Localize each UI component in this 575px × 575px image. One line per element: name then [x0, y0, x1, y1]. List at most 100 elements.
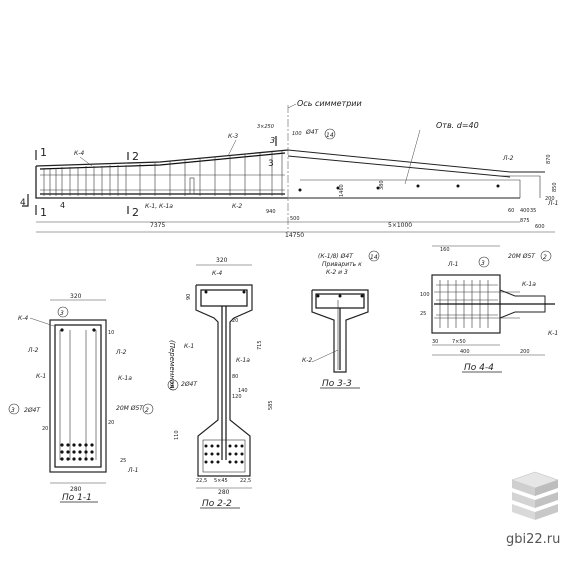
beam-top-left-outline — [35, 149, 289, 167]
label-3x250: 3×250 — [257, 124, 274, 130]
svg-text:10: 10 — [108, 330, 114, 336]
s22-label-k1a: К-1а — [236, 357, 250, 364]
svg-text:20: 20 — [42, 426, 48, 432]
s11-label-k4: К-4 — [18, 315, 28, 322]
s22-label-rebar: 2Ø4Т — [181, 381, 198, 388]
svg-text:14: 14 — [326, 132, 334, 139]
s22-label-k4: К-4 — [212, 270, 222, 277]
dim-5x1000: 5×1000 — [388, 222, 412, 229]
s22-label-k1: К-1 — [184, 343, 194, 350]
s22-label-variable: (Переменная) — [168, 340, 176, 391]
s22-outline — [195, 284, 253, 477]
s11-label-2ap4t: 2Ø4Т — [24, 407, 41, 414]
label-100: 100 — [292, 131, 302, 137]
symmetry-leader — [287, 103, 297, 109]
svg-text:5×45: 5×45 — [214, 478, 228, 484]
svg-text:60: 60 — [508, 208, 514, 214]
top-rebar — [39, 152, 286, 170]
svg-text:7×50: 7×50 — [452, 339, 466, 345]
symmetry-axis-label: Ось симметрии — [297, 99, 362, 108]
s11-label-k1a: К-1а — [118, 375, 132, 382]
dim-380: 380 — [379, 180, 385, 190]
svg-text:90: 90 — [186, 294, 192, 300]
s11-label-20m: 20М Ø5Т — [116, 405, 144, 412]
beam-top-right-outline — [287, 149, 545, 173]
watermark-text: gbi22.ru — [506, 532, 561, 547]
svg-text:22,5: 22,5 — [196, 478, 207, 484]
s11-label-l2-right: Л-2 — [115, 349, 127, 356]
svg-text:120: 120 — [232, 394, 242, 400]
s11-label-l1: Л-1 — [127, 467, 139, 474]
s22-title: По 2-2 — [202, 499, 232, 509]
section-1-1-bars — [60, 328, 96, 461]
hole-leader — [404, 129, 421, 185]
s44-label-l1: Л-1 — [447, 261, 459, 268]
svg-text:25: 25 — [420, 311, 426, 317]
label-k1: К-1, К-1а — [145, 203, 173, 210]
s22-dim-280: 280 — [218, 489, 230, 496]
svg-text:585: 585 — [268, 400, 274, 410]
section-1-1-outline — [49, 319, 107, 473]
svg-text:870: 870 — [546, 154, 552, 164]
svg-text:3: 3 — [268, 159, 274, 169]
svg-text:110: 110 — [174, 430, 180, 440]
s44-title: По 4-4 — [464, 363, 494, 373]
dim-7375: 7375 — [150, 222, 165, 229]
s11-dim-320: 320 — [70, 293, 82, 300]
s11-title: По 1-1 — [62, 493, 92, 503]
beam-end-block — [500, 175, 541, 198]
svg-text:200: 200 — [520, 349, 530, 355]
svg-text:80: 80 — [232, 374, 238, 380]
label-k3: К-3 — [228, 133, 238, 140]
watermark-logo — [511, 471, 559, 520]
label-rebar-4t: Ø4Т — [305, 129, 320, 136]
svg-text:875: 875 — [520, 218, 530, 224]
svg-text:200: 200 — [545, 196, 555, 202]
dim-1460: 1460 — [339, 184, 345, 197]
svg-text:2: 2 — [132, 150, 139, 163]
svg-text:30: 30 — [432, 339, 438, 345]
s33-label-spec: (К-1/8) Ø4Т — [318, 253, 354, 260]
s44-label-k1: К-1 — [548, 330, 558, 337]
s11-dim-280: 280 — [70, 486, 82, 493]
section-marks: 1 1 2 2 3 4 4 — [20, 136, 277, 219]
section-1-1-stirrup — [54, 324, 102, 468]
section-2-2: 320 280 К-4 К-1 К-1а 3 2Ø4Т (Переменная)… — [167, 257, 274, 509]
svg-text:1: 1 — [40, 146, 47, 159]
dim-14750: 14750 — [285, 232, 304, 239]
s33-label-weld: Приварить к — [322, 261, 362, 268]
svg-text:14: 14 — [370, 254, 378, 261]
label-3: 3 — [270, 136, 275, 145]
svg-text:850: 850 — [552, 182, 558, 192]
beam-lower-edge-right — [300, 179, 521, 198]
s33-title: По 3-3 — [322, 379, 352, 389]
s11-label-l2-left: Л-2 — [27, 347, 39, 354]
label-k4: К-4 — [74, 150, 84, 157]
svg-text:715: 715 — [257, 340, 263, 350]
elevation-dims: 7375 14750 5×1000 500 1460 380 870 850 4… — [36, 154, 558, 239]
svg-text:3: 3 — [11, 407, 15, 414]
svg-text:600: 600 — [535, 224, 545, 230]
label-k2: К-2 — [232, 203, 242, 210]
lifting-loop — [189, 177, 195, 195]
beam-elevation: Ось симметрии Отв. d=40 К-4 К-3 К-1, К-1… — [20, 99, 559, 239]
label-l2: Л-2 — [502, 155, 514, 162]
svg-text:3: 3 — [60, 310, 64, 317]
svg-text:1: 1 — [40, 206, 47, 219]
svg-text:20: 20 — [108, 420, 114, 426]
hole-label: Отв. d=40 — [436, 121, 479, 130]
svg-text:2: 2 — [145, 407, 149, 414]
section-4-4: Л-1 3 20М Ø5Т 2 К-1а К-1 160 7×50 400 20… — [420, 245, 558, 373]
svg-text:400: 400 — [460, 349, 470, 355]
beam-bottom-outline — [35, 166, 288, 199]
s33-label-k2: К-2 — [302, 357, 312, 364]
section-1-1: 320 280 К-4 3 Л-2 Л-2 К-1 К-1а 3 2Ø4Т 20… — [8, 293, 154, 503]
dim-500: 500 — [290, 216, 300, 222]
svg-text:940: 940 — [266, 209, 276, 215]
stirrups — [43, 151, 283, 196]
beam-top-right-inner — [287, 155, 511, 178]
s33-label-weld2: К-2 и 3 — [326, 269, 348, 276]
svg-text:20: 20 — [232, 318, 238, 324]
svg-text:25: 25 — [120, 458, 126, 464]
